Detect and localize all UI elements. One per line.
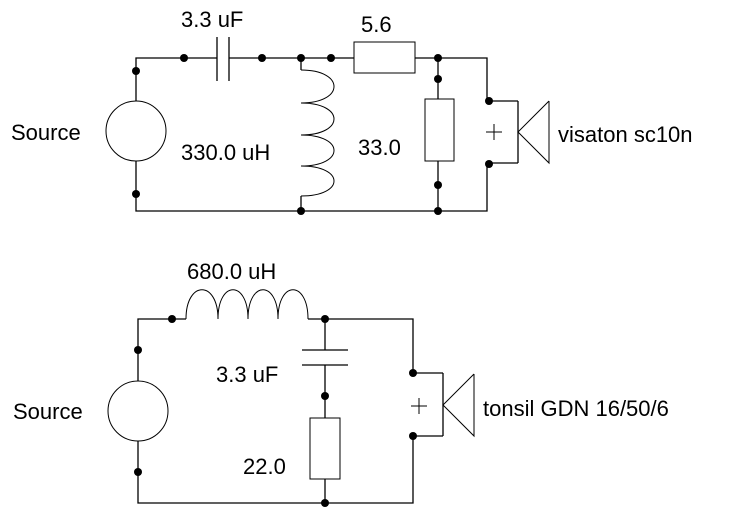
circuit-top: Source 3.3 uF 330.0 uH 5.6 33.0 visaton … [11, 7, 693, 215]
wires-bottom [137, 318, 444, 504]
resistor-shunt-label-bottom: 22.0 [243, 454, 286, 479]
inductor-top [300, 69, 335, 197]
source-label-bottom: Source [13, 399, 83, 424]
source-symbol-top [105, 100, 167, 162]
inductor-label-bottom: 680.0 uH [187, 259, 276, 284]
capacitor-top [216, 37, 230, 81]
resistor-shunt-bottom [309, 417, 341, 480]
circuit-bottom: Source 680.0 uH 3.3 uF 22.0 tonsil GDN 1… [13, 259, 669, 507]
resistor-series-top [353, 41, 416, 74]
resistor-series-label-top: 5.6 [361, 12, 392, 37]
speaker-top [486, 100, 550, 165]
wires-top [135, 57, 519, 212]
source-symbol-bottom [107, 380, 169, 442]
junction-dots-bottom [134, 315, 417, 507]
capacitor-label-top: 3.3 uF [181, 7, 243, 32]
resistor-shunt-top [424, 98, 455, 162]
source-label-top: Source [11, 120, 81, 145]
speaker-label-bottom: tonsil GDN 16/50/6 [483, 396, 669, 421]
capacitor-bottom [302, 349, 348, 366]
speaker-label-top: visaton sc10n [558, 122, 693, 147]
inductor-bottom [185, 289, 309, 320]
capacitor-label-bottom: 3.3 uF [216, 362, 278, 387]
inductor-label-top: 330.0 uH [181, 140, 270, 165]
junction-dots-top [132, 54, 493, 215]
speaker-bottom [411, 373, 475, 438]
resistor-shunt-label-top: 33.0 [358, 135, 401, 160]
